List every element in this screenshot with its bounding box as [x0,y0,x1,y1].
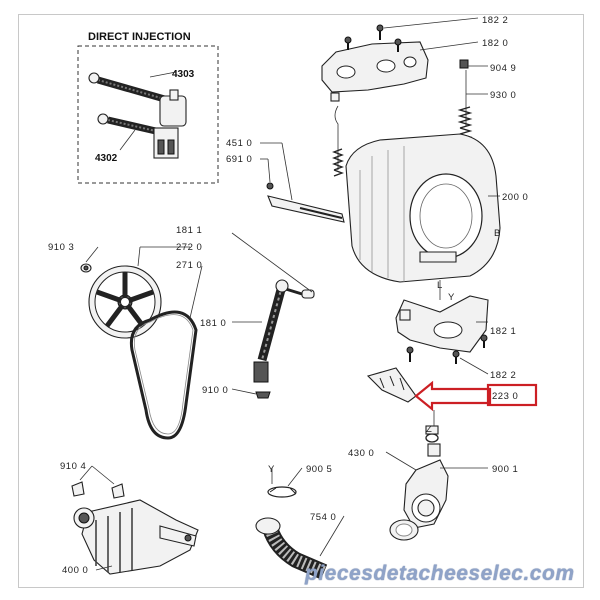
direct-injection-inset: DIRECT INJECTION 4303 4302 [77,31,219,184]
clamp-letter-y: Y [268,464,275,475]
injection-hose-lower [97,113,161,136]
motor [73,499,199,575]
label-182-0: 182 0 [482,38,508,49]
label-910-0: 910 0 [202,385,228,396]
clip-910 [255,391,271,399]
label-400-0: 400 0 [62,565,88,576]
label-182-2-top: 182 2 [482,15,508,26]
label-272-0: 272 0 [176,242,202,253]
drain-hose [255,517,328,580]
label-430-0: 430 0 [348,448,374,459]
injection-valve [153,89,187,159]
label-691-0: 691 0 [226,154,252,165]
motor-bolts [71,481,125,499]
diagram-frame [18,14,584,588]
heating-element [266,182,345,223]
label-900-5: 900 5 [306,464,332,475]
label-900-1: 900 1 [492,464,518,475]
drum-pulley [88,265,162,339]
bottom-screws [406,334,488,364]
label-223-0: 223 0 [492,391,518,402]
top-counterweight [321,41,429,102]
part-223-seal [366,367,417,403]
highlight-box [486,383,538,407]
label-271-0: 271 0 [176,260,202,271]
label-181-1: 181 1 [176,225,202,236]
label-182-1: 182 1 [490,326,516,337]
shock-absorber [253,279,315,383]
tub-letter-y: Y [448,292,455,303]
hose-clamp [267,486,297,498]
label-200-0: 200 0 [502,192,528,203]
watermark-text: piecesdetacheeselec.com [305,562,575,585]
bottom-counterweight [395,295,489,353]
tub-letter-b: B [494,228,501,239]
label-910-3: 910 3 [48,242,74,253]
label-904-9: 904 9 [490,63,516,74]
top-screws [344,24,402,52]
highlight-arrow [414,380,492,412]
spring-left [332,105,344,177]
pulley-bolt [80,263,92,273]
label-181-0: 181 0 [200,318,226,329]
label-182-2-bottom: 182 2 [490,370,516,381]
label-4303: 4303 [172,69,195,80]
label-930-0: 930 0 [490,90,516,101]
injection-hose-upper [88,72,169,104]
pump-clip [425,425,439,443]
label-910-4: 910 4 [60,461,86,472]
pump-letter-z: Z [426,424,432,435]
inset-title: DIRECT INJECTION [88,31,191,43]
drive-belt [129,310,198,440]
drain-pump [389,443,449,541]
label-4302: 4302 [95,153,118,164]
label-451-0: 451 0 [226,138,252,149]
label-754-0: 754 0 [310,512,336,523]
washing-tub [345,133,501,283]
inset-dashed-border [77,45,219,184]
